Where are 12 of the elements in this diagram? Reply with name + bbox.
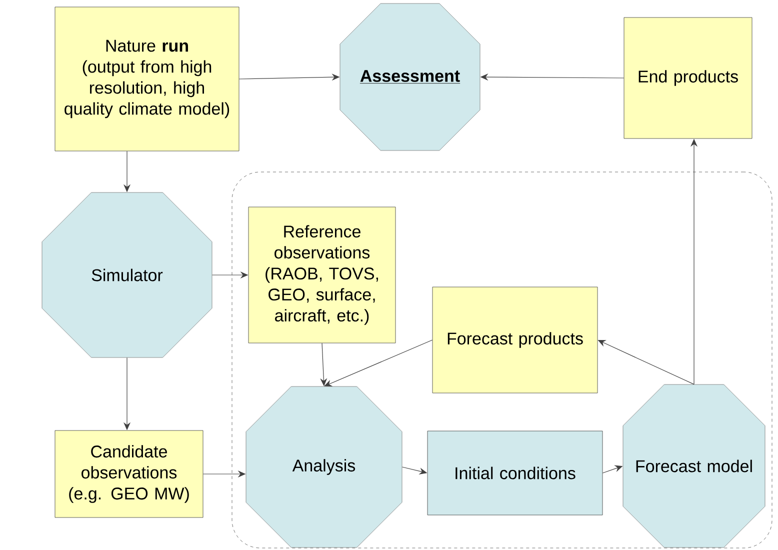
process-box: Forecast products: [432, 286, 598, 394]
octagon-node: Forecast model: [622, 384, 766, 548]
process-box: Nature run (output from high resolution, high quality climate model): [54, 6, 240, 152]
octagon-node: Analysis: [246, 386, 402, 548]
process-box: End products: [624, 17, 752, 139]
process-box: Initial conditions: [427, 430, 603, 516]
dashed-region: [232, 172, 772, 548]
process-box: Candidate observations (e.g. GEO MW): [54, 430, 204, 518]
octagon-node: Assessment: [340, 3, 480, 151]
octagon-node: Simulator: [42, 192, 212, 358]
process-box: Reference observations (RAOB, TOVS, GEO, surface, aircraft, etc.): [248, 206, 396, 344]
arrow: [324, 340, 433, 386]
